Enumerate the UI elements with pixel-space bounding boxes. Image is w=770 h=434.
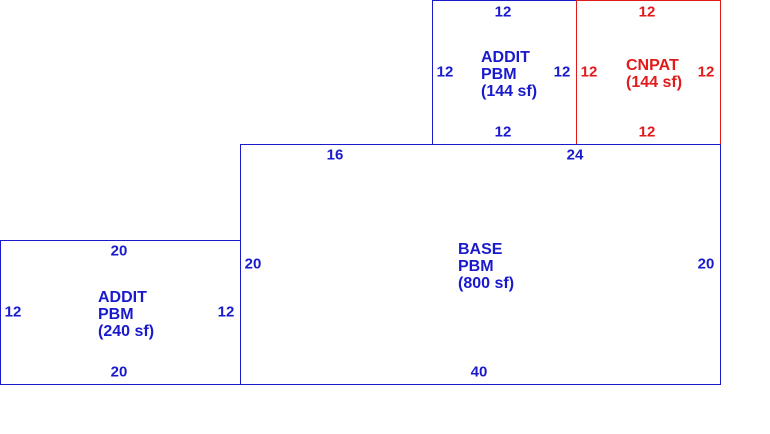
dim-base-top-right: 24	[566, 146, 584, 164]
dim-addit-top-left: 12	[436, 63, 454, 81]
dim-addit-top-right: 12	[553, 63, 571, 81]
room-area: (240 sf)	[98, 323, 155, 340]
dim-addit-top-bottom: 12	[494, 123, 512, 141]
room-area: (144 sf)	[481, 83, 538, 100]
room-name: ADDIT	[481, 49, 530, 66]
dim-base-right: 20	[697, 255, 715, 273]
dim-addit-left-bottom: 20	[110, 363, 128, 381]
room-type: PBM	[458, 258, 494, 275]
room-label-addit-top: ADDIT PBM (144 sf)	[481, 49, 537, 100]
room-label-cnpat: CNPAT (144 sf)	[626, 57, 682, 91]
dim-base-left: 20	[244, 255, 262, 273]
dim-cnpat-right: 12	[697, 63, 715, 81]
room-label-addit-left: ADDIT PBM (240 sf)	[98, 289, 154, 340]
room-name: BASE	[458, 241, 503, 258]
room-name: CNPAT	[626, 57, 679, 74]
room-label-base: BASE PBM (800 sf)	[458, 241, 514, 292]
dim-addit-left-top: 20	[110, 242, 128, 260]
room-name: ADDIT	[98, 289, 147, 306]
dim-addit-left-right: 12	[217, 303, 235, 321]
dim-addit-top-top: 12	[494, 3, 512, 21]
dim-cnpat-top: 12	[638, 3, 656, 21]
room-area: (800 sf)	[458, 275, 515, 292]
dim-addit-left-left: 12	[4, 303, 22, 321]
dim-base-top-left: 16	[326, 146, 344, 164]
room-area: (144 sf)	[626, 74, 683, 91]
dim-base-bottom: 40	[470, 363, 488, 381]
dim-cnpat-left: 12	[580, 63, 598, 81]
dim-cnpat-bottom: 12	[638, 123, 656, 141]
room-type: PBM	[98, 306, 134, 323]
room-addit-left	[0, 240, 241, 385]
room-type: PBM	[481, 66, 517, 83]
